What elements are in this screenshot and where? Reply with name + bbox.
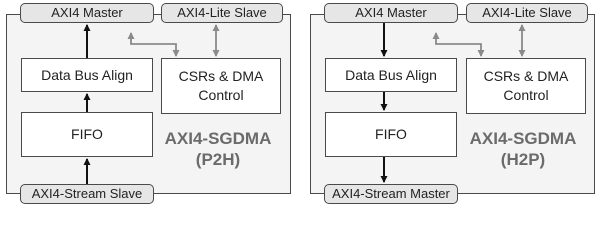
p2h-data-bus-align-block: Data Bus Align — [21, 58, 153, 92]
h2p-data-bus-align-block: Data Bus Align — [325, 58, 457, 92]
p2h-title-line1: AXI4-SGDMA — [164, 129, 272, 148]
h2p-fifo-label: FIFO — [375, 126, 407, 142]
p2h-axi4-stream-slave-port: AXI4-Stream Slave — [20, 184, 154, 204]
sgdma-diagrams: AXI4 Master AXI4-Lite Slave Data Bus Ali… — [6, 3, 595, 204]
p2h-fifo-label: FIFO — [71, 126, 103, 142]
p2h-csrs-dma-control-block: CSRs & DMA Control — [161, 58, 281, 114]
h2p-axi4-stream-master-port: AXI4-Stream Master — [324, 184, 458, 204]
p2h-fifo-block: FIFO — [21, 112, 153, 157]
h2p-title-line1: AXI4-SGDMA — [469, 129, 577, 148]
h2p-csrs-dma-control-block: CSRs & DMA Control — [466, 58, 586, 114]
h2p-axi4-lite-slave-port: AXI4-Lite Slave — [466, 3, 588, 23]
p2h-data-bus-align-label: Data Bus Align — [41, 66, 133, 83]
p2h-control-label: Control — [198, 87, 244, 103]
h2p-csrs-label: CSRs & DMA — [483, 68, 569, 84]
h2p-data-bus-align-label: Data Bus Align — [345, 66, 437, 83]
p2h-axi4-master-port: AXI4 Master — [20, 3, 154, 23]
h2p-title-line2: (H2P) — [500, 150, 546, 169]
p2h-title-line2: (P2H) — [195, 150, 241, 169]
h2p-title: AXI4-SGDMA (H2P) — [463, 128, 583, 170]
h2p-control-label: Control — [503, 87, 549, 103]
p2h-csrs-label: CSRs & DMA — [178, 68, 264, 84]
h2p-axi4-master-port: AXI4 Master — [324, 3, 458, 23]
p2h-title: AXI4-SGDMA (P2H) — [158, 128, 278, 170]
h2p-fifo-block: FIFO — [325, 112, 457, 157]
p2h-axi4-lite-slave-port: AXI4-Lite Slave — [161, 3, 283, 23]
